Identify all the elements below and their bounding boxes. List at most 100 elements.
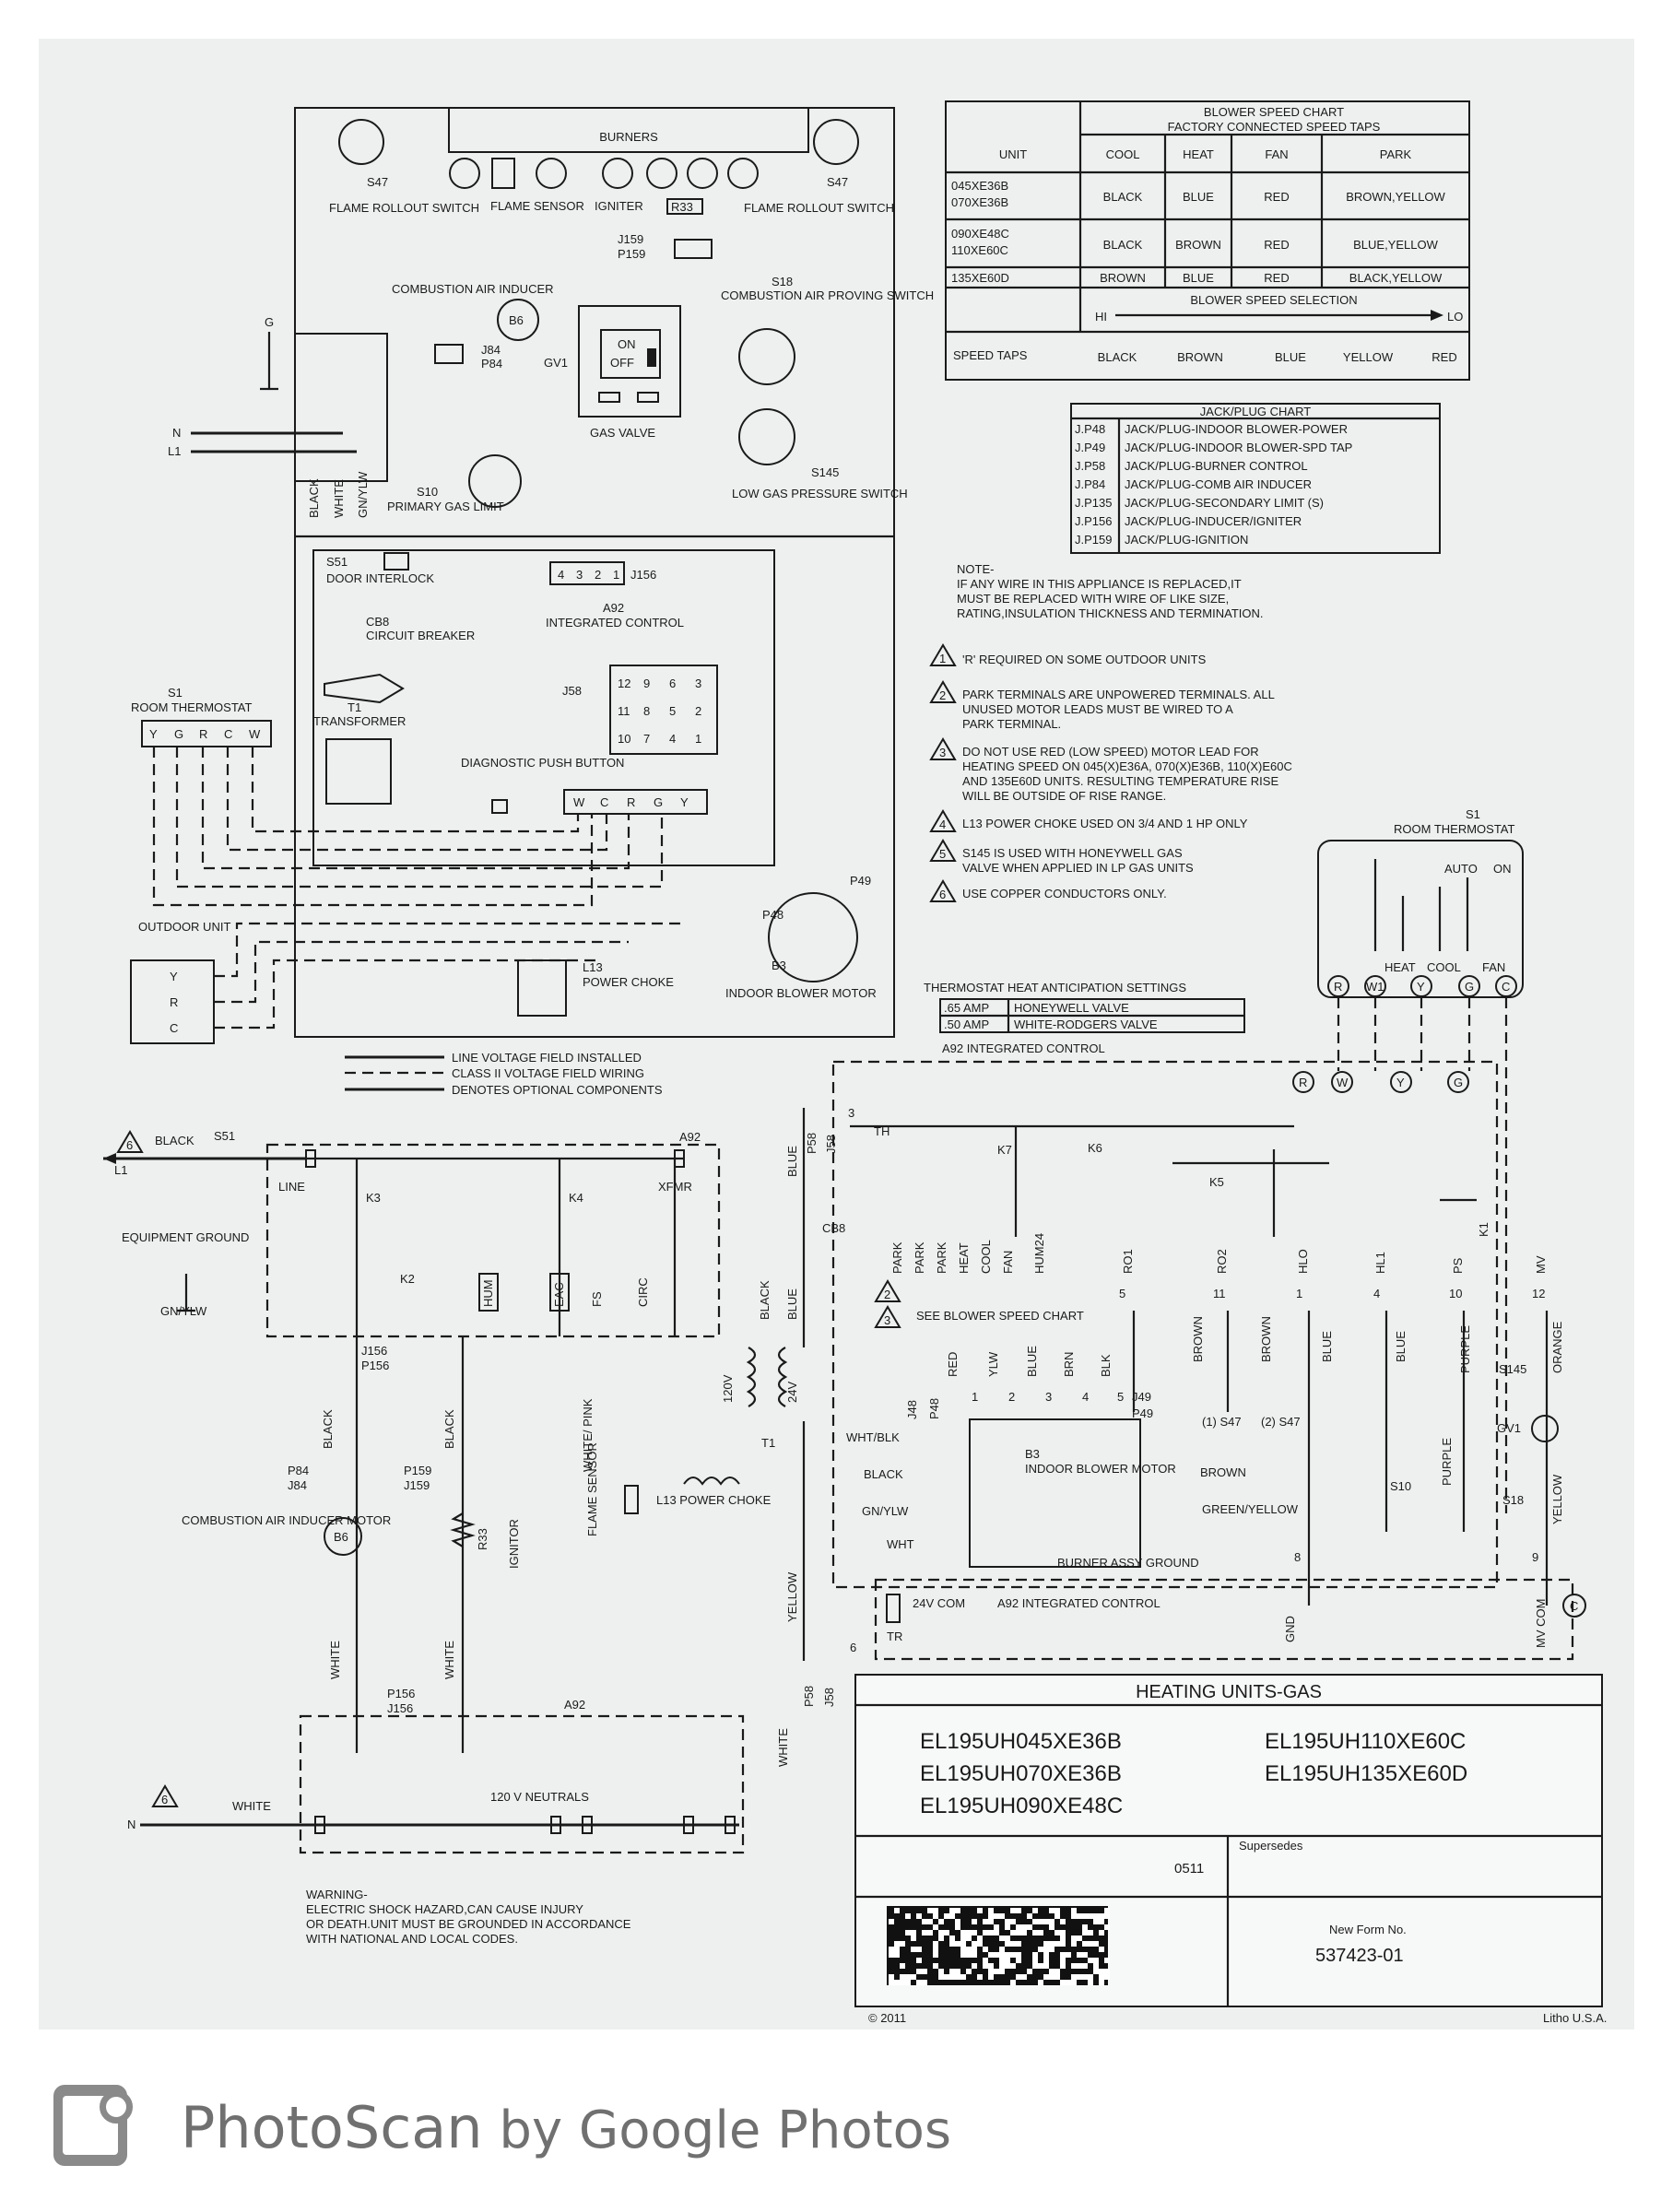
legend-class2: CLASS II VOLTAGE FIELD WIRING [452,1066,644,1080]
k6-label: K6 [1088,1141,1102,1155]
svg-text:PARK: PARK [890,1241,904,1274]
model-4: EL195UH110XE60C [1265,1729,1466,1754]
svg-text:Y: Y [680,795,689,809]
datamatrix-barcode [887,1906,1110,1985]
svg-text:3: 3 [695,677,701,690]
svg-text:R: R [1334,980,1342,994]
svg-text:C: C [224,727,232,741]
auto-label: AUTO [1444,862,1478,876]
n-ladder-label: N [127,1818,135,1831]
row1-unit-b: 070XE36B [951,195,1008,209]
svg-text:BRN: BRN [1062,1352,1076,1377]
wht-lead-ladder: WHT [887,1537,914,1551]
blue-hlo: BLUE [1320,1331,1334,1362]
svg-text:USE COPPER CONDUCTORS ONLY.: USE COPPER CONDUCTORS ONLY. [962,887,1167,900]
t1-ladder-label: T1 [761,1436,775,1450]
svg-text:PS: PS [1451,1257,1465,1274]
svg-text:8: 8 [1294,1550,1301,1564]
legend-line-voltage: LINE VOLTAGE FIELD INSTALLED [452,1051,642,1065]
black-line-label: BLACK [155,1134,194,1147]
heat-anticipation-table: THERMOSTAT HEAT ANTICIPATION SETTINGS .6… [924,981,1245,1033]
n-label: N [172,426,181,440]
v120-label: 120V [721,1374,735,1403]
svg-text:11: 11 [618,704,630,718]
svg-text:5: 5 [1119,1287,1125,1300]
s1-right-label: S1 [1466,807,1480,821]
k2-label: K2 [400,1272,415,1286]
svg-text:5: 5 [669,704,676,718]
purple-b: PURPLE [1440,1438,1454,1486]
brand-name: PhotoScan [181,2094,483,2161]
diag-button-label: DIAGNOSTIC PUSH BUTTON [461,756,624,770]
indoor-blower-motor-box [969,1418,1141,1568]
svg-text:C: C [600,795,608,809]
svg-text:YLW: YLW [986,1351,1000,1377]
green-yellow-label: GREEN/YELLOW [1202,1502,1299,1516]
svg-text:6: 6 [669,677,676,690]
b6-label: B6 [509,313,524,327]
wiring-diagram: BURNERS S47 FLAME ROLLOUT SWITCH FLAME S… [103,100,1607,2025]
power-choke-icon [517,959,567,1017]
svg-text:HL1: HL1 [1373,1252,1387,1274]
cool-label: COOL [1427,960,1461,974]
svg-text:J.P156: J.P156 [1075,514,1112,528]
speed-taps-label: SPEED TAPS [953,348,1028,362]
svg-text:1: 1 [695,732,701,746]
col-fan: FAN [1265,147,1288,161]
control-compartment: S51 DOOR INTERLOCK CB8 CIRCUIT BREAKER T… [130,552,877,1044]
j156-connector: 4 3 2 1 J156 [549,561,656,585]
g-label: G [265,315,274,329]
col-unit: UNIT [999,147,1027,161]
svg-text:HONEYWELL VALVE: HONEYWELL VALVE [1014,1001,1129,1015]
jack-chart-title: JACK/PLUG CHART [1200,405,1311,418]
svg-text:5: 5 [939,847,946,861]
p156-bottom: P156 [387,1687,415,1700]
svg-text:2: 2 [595,568,601,582]
th-label: TH [874,1124,890,1138]
svg-text:G: G [174,727,183,741]
low-gas-switch-icon [738,408,795,465]
svg-text:BROWN: BROWN [1100,271,1146,285]
svg-text:W1: W1 [1366,980,1384,994]
anticipation-title: THERMOSTAT HEAT ANTICIPATION SETTINGS [924,981,1186,994]
svg-text:FAN: FAN [1001,1251,1015,1274]
svg-text:RED: RED [1264,271,1289,285]
form-number: 537423-01 [1315,1946,1404,1966]
svg-text:BLUE: BLUE [1025,1346,1039,1377]
r33-label: R33 [671,200,693,214]
low-gas-label: LOW GAS PRESSURE SWITCH [732,487,908,500]
svg-text:1: 1 [1296,1287,1302,1300]
rollout-switch-right-icon [813,119,859,165]
s51-ladder-label: S51 [214,1129,235,1143]
svg-text:1: 1 [972,1390,978,1404]
blower-speed-chart: BLOWER SPEED CHART FACTORY CONNECTED SPE… [945,100,1470,381]
j159-ladder-label: J159 [404,1478,430,1492]
p84-label: P84 [481,357,502,371]
svg-text:MUST BE REPLACED WITH WIRE OF: MUST BE REPLACED WITH WIRE OF LIKE SIZE, [957,592,1229,606]
svg-text:R: R [199,727,207,741]
svg-text:7: 7 [643,732,650,746]
svg-text:DO NOT USE RED (LOW SPEED) MOT: DO NOT USE RED (LOW SPEED) MOTOR LEAD FO… [962,745,1259,759]
svg-text:4: 4 [669,732,676,746]
blue-top-label: BLUE [785,1146,799,1177]
svg-text:4: 4 [558,568,564,582]
svg-text:WILL BE OUTSIDE OF RISE RANGE.: WILL BE OUTSIDE OF RISE RANGE. [962,789,1166,803]
model-1: EL195UH045XE36B [920,1729,1122,1754]
primary-limit-icon [468,454,522,508]
integrated-control-label: INTEGRATED CONTROL [546,616,684,629]
t1-label: T1 [348,700,361,714]
ladder-diagram: A92 INTEGRATED CONTROL R W Y G 6 BLACK S… [103,997,1508,1854]
white-wire-a: WHITE [328,1641,342,1679]
svg-text:R: R [627,795,635,809]
brown-b: BROWN [1259,1316,1273,1362]
svg-text:RED: RED [1431,350,1456,364]
model-2: EL195UH070XE36B [920,1761,1122,1786]
white-right-label: WHITE [776,1728,790,1767]
door-interlock-label: DOOR INTERLOCK [326,571,434,585]
copyright-label: © 2011 [868,2011,906,2025]
black-wire-b: BLACK [442,1409,456,1449]
inducer-motor-icon [324,1517,362,1556]
j49-label: J49 [1132,1390,1151,1404]
svg-text:12: 12 [1532,1287,1545,1300]
warning-title: WARNING- [306,1888,368,1901]
